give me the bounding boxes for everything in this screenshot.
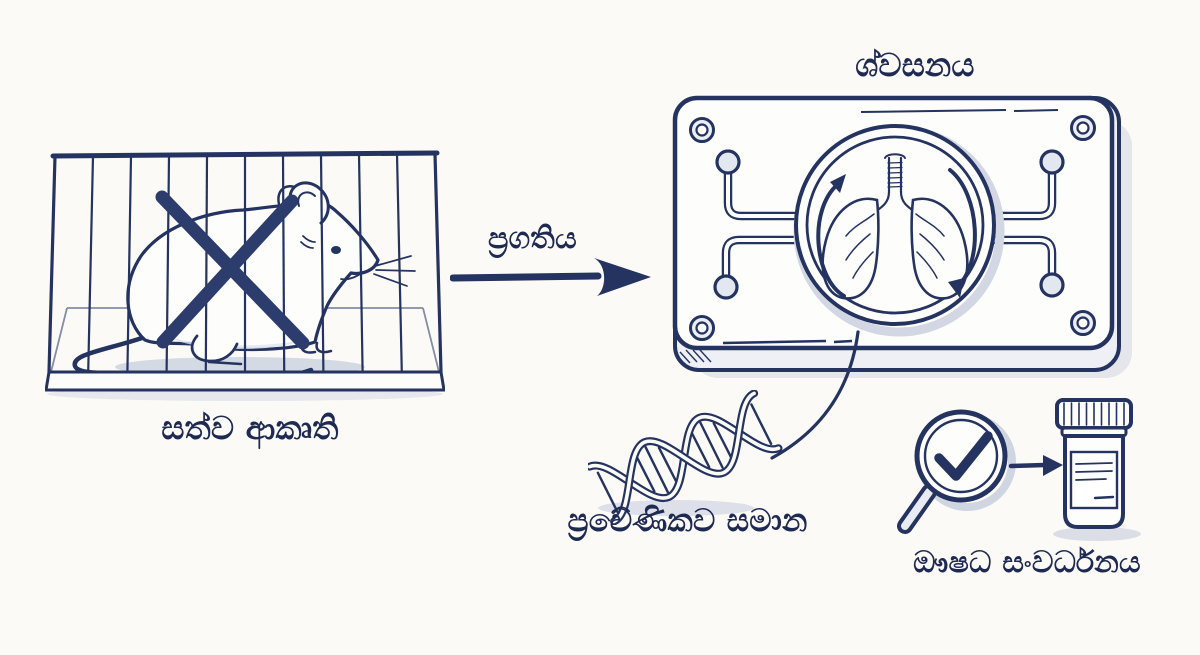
connector-line-icon <box>770 330 860 460</box>
dna-helix-icon <box>588 390 783 525</box>
magnifier-check-icon <box>897 409 1016 534</box>
x-mark-icon <box>155 190 310 350</box>
organ-chip-illustration <box>672 95 1132 378</box>
progress-arrow-icon <box>450 258 651 296</box>
animal-model-label: සත්ව ආකෘති <box>161 409 339 447</box>
chip-well-icon <box>793 124 1005 337</box>
mouse-cage-illustration <box>45 150 445 401</box>
chip-screw-icons <box>689 115 1096 341</box>
drug-discovery-illustration <box>897 398 1141 541</box>
genetically-identical-label: ප්‍රවේණිකව සමාන <box>567 503 808 539</box>
circulation-arrows-icon <box>816 168 977 298</box>
respiration-label: ශ්වසනය <box>855 46 975 84</box>
pill-bottle-icon <box>1053 398 1141 541</box>
drug-development-label: ඖෂධ සංවර්ධනය <box>913 545 1141 580</box>
progress-label: ප්‍රගතිය <box>488 221 577 256</box>
discovery-arrow-icon <box>1008 455 1063 476</box>
lungs-icon <box>821 153 969 300</box>
chip-channels-icon <box>713 149 1065 300</box>
chip-body-icon <box>672 95 1132 378</box>
cage-bars-icon <box>45 150 445 392</box>
